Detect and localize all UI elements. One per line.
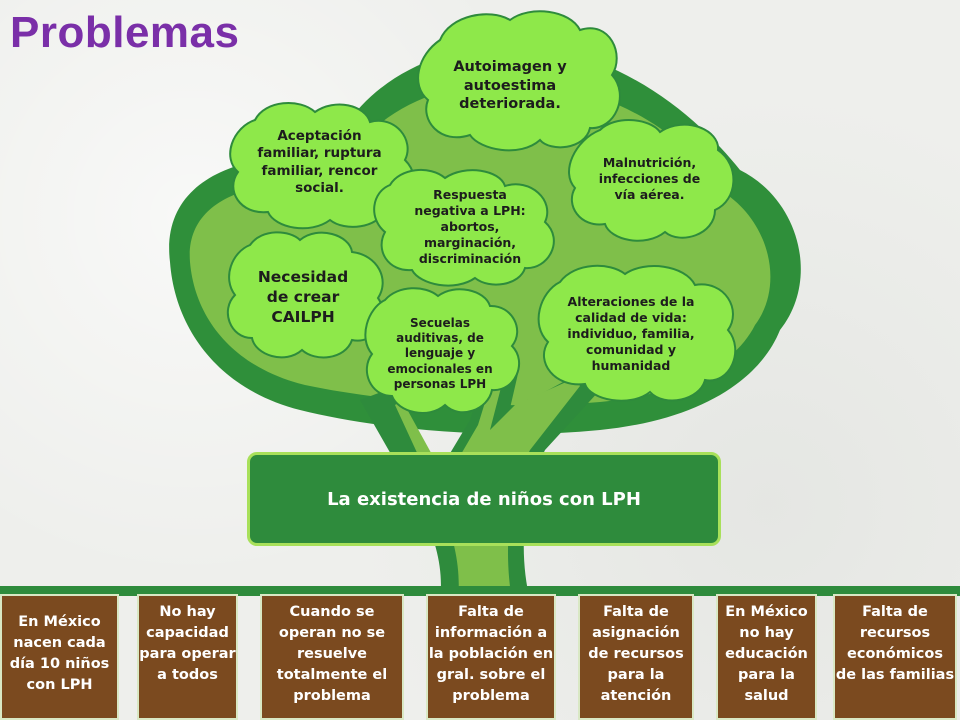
effect-autoimagen: Autoimagen y autoestima deteriorada.	[453, 59, 567, 113]
central-problem-box: La existencia de niños con LPH	[247, 452, 721, 546]
cause-box-7: Falta de recursos económicos de las fami…	[833, 594, 957, 720]
effect-alteraciones: Alteraciones de la calidad de vida: indi…	[567, 294, 695, 373]
bubble-alteraciones	[537, 264, 737, 402]
bubble-necesidad	[226, 231, 385, 359]
cause-box-2: No hay capacidad para operar a todos	[137, 594, 238, 720]
bubble-malnutricion	[568, 119, 735, 242]
bubble-secuelas	[364, 287, 521, 414]
effect-bubble-shapes	[226, 10, 737, 414]
bubble-autoimagen	[417, 10, 621, 152]
bubble-respuesta	[373, 168, 555, 287]
effect-respuesta: Respuesta negativa a LPH: abortos, margi…	[414, 187, 526, 266]
cause-box-1: En México nacen cada día 10 niños con LP…	[0, 594, 119, 720]
effect-aceptacion: Aceptación familiar, ruptura familiar, r…	[257, 127, 382, 196]
effect-malnutricion: Malnutrición, infecciones de vía aérea.	[598, 155, 701, 202]
cause-box-5: Falta de asignación de recursos para la …	[578, 594, 694, 720]
cause-box-4: Falta de información a la población en g…	[426, 594, 556, 720]
slide-title: Problemas	[10, 8, 240, 57]
effect-secuelas: Secuelas auditivas, de lenguaje y emocio…	[387, 315, 493, 392]
root-ground	[0, 586, 960, 596]
cause-box-6: En México no hay educación para la salud	[716, 594, 817, 720]
cause-box-3: Cuando se operan no se resuelve totalmen…	[260, 594, 404, 720]
effect-necesidad: Necesidad de crear CAILPH	[257, 268, 349, 326]
